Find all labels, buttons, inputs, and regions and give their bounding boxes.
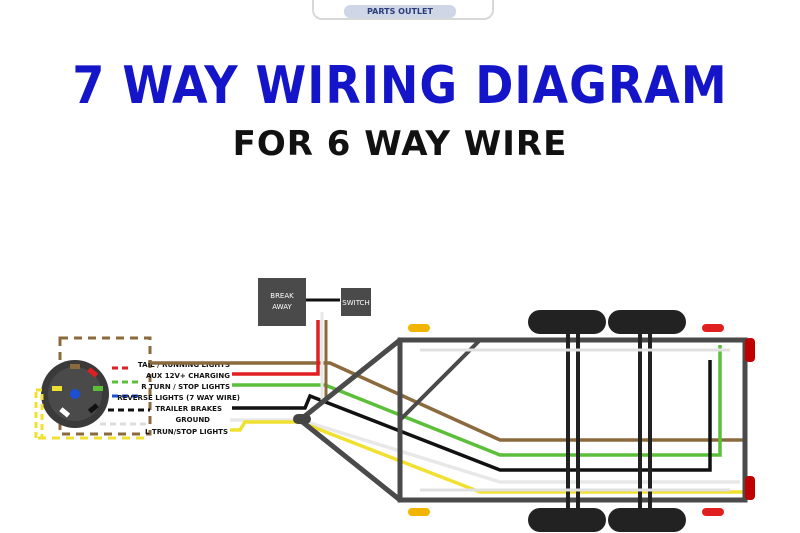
- axles: [566, 325, 652, 518]
- logo-text: PARTS OUTLET: [344, 5, 456, 18]
- diagram-subtitle: FOR 6 WAY WIRE: [232, 124, 568, 164]
- plug-pin-right: [93, 386, 103, 391]
- wire-label-right-turn: R TURN / STOP LIGHTS: [141, 383, 230, 391]
- plug-pin-brakes: [87, 403, 99, 414]
- marker-rear-left: [702, 324, 724, 332]
- switch-label: SWITCH: [342, 299, 369, 307]
- plug-pin-ground: [59, 407, 71, 418]
- wire-label-ground: GROUND: [176, 416, 211, 424]
- wire-label-brakes: TRAILER BRAKES: [155, 405, 222, 413]
- trailer-frame: [295, 325, 748, 518]
- breakaway-label-2: AWAY: [272, 303, 292, 311]
- wire-ground: [230, 418, 740, 484]
- plug-pin-tail: [70, 364, 80, 369]
- marker-front-left: [408, 324, 430, 332]
- coupler: [293, 414, 311, 424]
- wire-brakes: [232, 360, 712, 472]
- plug-pin-reverse: [70, 389, 80, 399]
- tire-rear-right: [608, 508, 686, 532]
- breakaway-label-1: BREAK: [270, 292, 294, 300]
- tire-front-left: [528, 310, 606, 334]
- marker-rear-right: [702, 508, 724, 516]
- wire-label-tail: TAIL / RUNNING LIGHTS: [138, 361, 230, 369]
- plug-pin-aux: [87, 367, 99, 378]
- tire-front-right: [528, 508, 606, 532]
- taillight-right: [745, 476, 755, 500]
- taillight-left: [745, 338, 755, 362]
- tires: [528, 310, 686, 532]
- wire-right-turn: [232, 345, 722, 457]
- breakaway-box: BREAK AWAY: [258, 278, 306, 326]
- tire-rear-left: [608, 310, 686, 334]
- diagram-title: 7 WAY WIRING DIAGRAM: [72, 54, 728, 116]
- switch-box: SWITCH: [341, 288, 371, 316]
- wire-label-aux: AUX 12V+ CHARGING: [146, 372, 230, 380]
- wire-labels: TAIL / RUNNING LIGHTS AUX 12V+ CHARGING …: [117, 361, 240, 436]
- plug-left-wire: [34, 388, 44, 440]
- trailer-lights: [408, 324, 755, 516]
- wire-label-left-turn: L TRUN/STOP LIGHTS: [145, 428, 228, 436]
- wire-label-reverse: REVERSE LIGHTS (7 WAY WIRE): [117, 394, 240, 402]
- marker-front-right: [408, 508, 430, 516]
- plug-pin-left: [52, 386, 62, 391]
- wire-aux: [232, 320, 320, 376]
- seven-way-plug: [34, 336, 152, 440]
